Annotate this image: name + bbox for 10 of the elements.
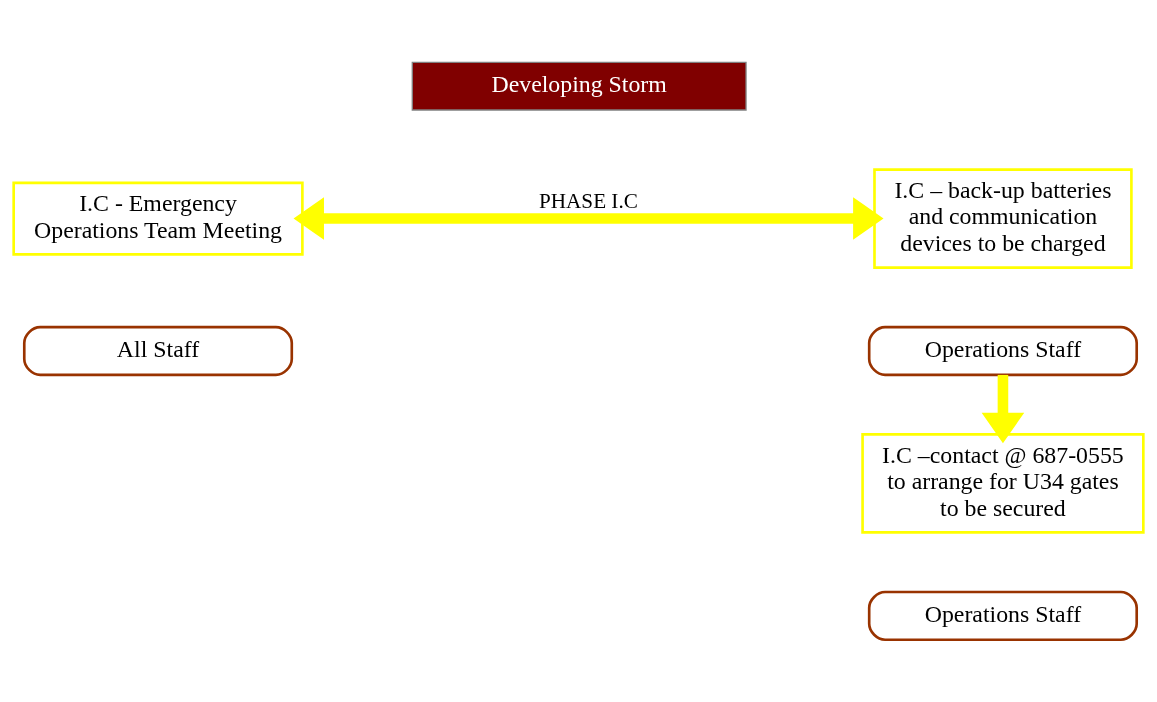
node-box: I.C –contact @ 687-0555 to arrange for U34 gates to be secured [861,433,1145,534]
node-box: Operations Staff [867,590,1139,642]
node-box: I.C - Emergency Operations Team Meeting [12,181,304,256]
node-box: I.C – back-up batteries and communication devices to be charged [873,168,1133,269]
edge-label: PHASE I.C [539,188,638,213]
arrow [981,374,1025,444]
node-box: Developing Storm [411,61,747,111]
arrow [293,197,884,240]
node-box: Operations Staff [867,325,1139,377]
node-box: All Staff [22,325,294,377]
